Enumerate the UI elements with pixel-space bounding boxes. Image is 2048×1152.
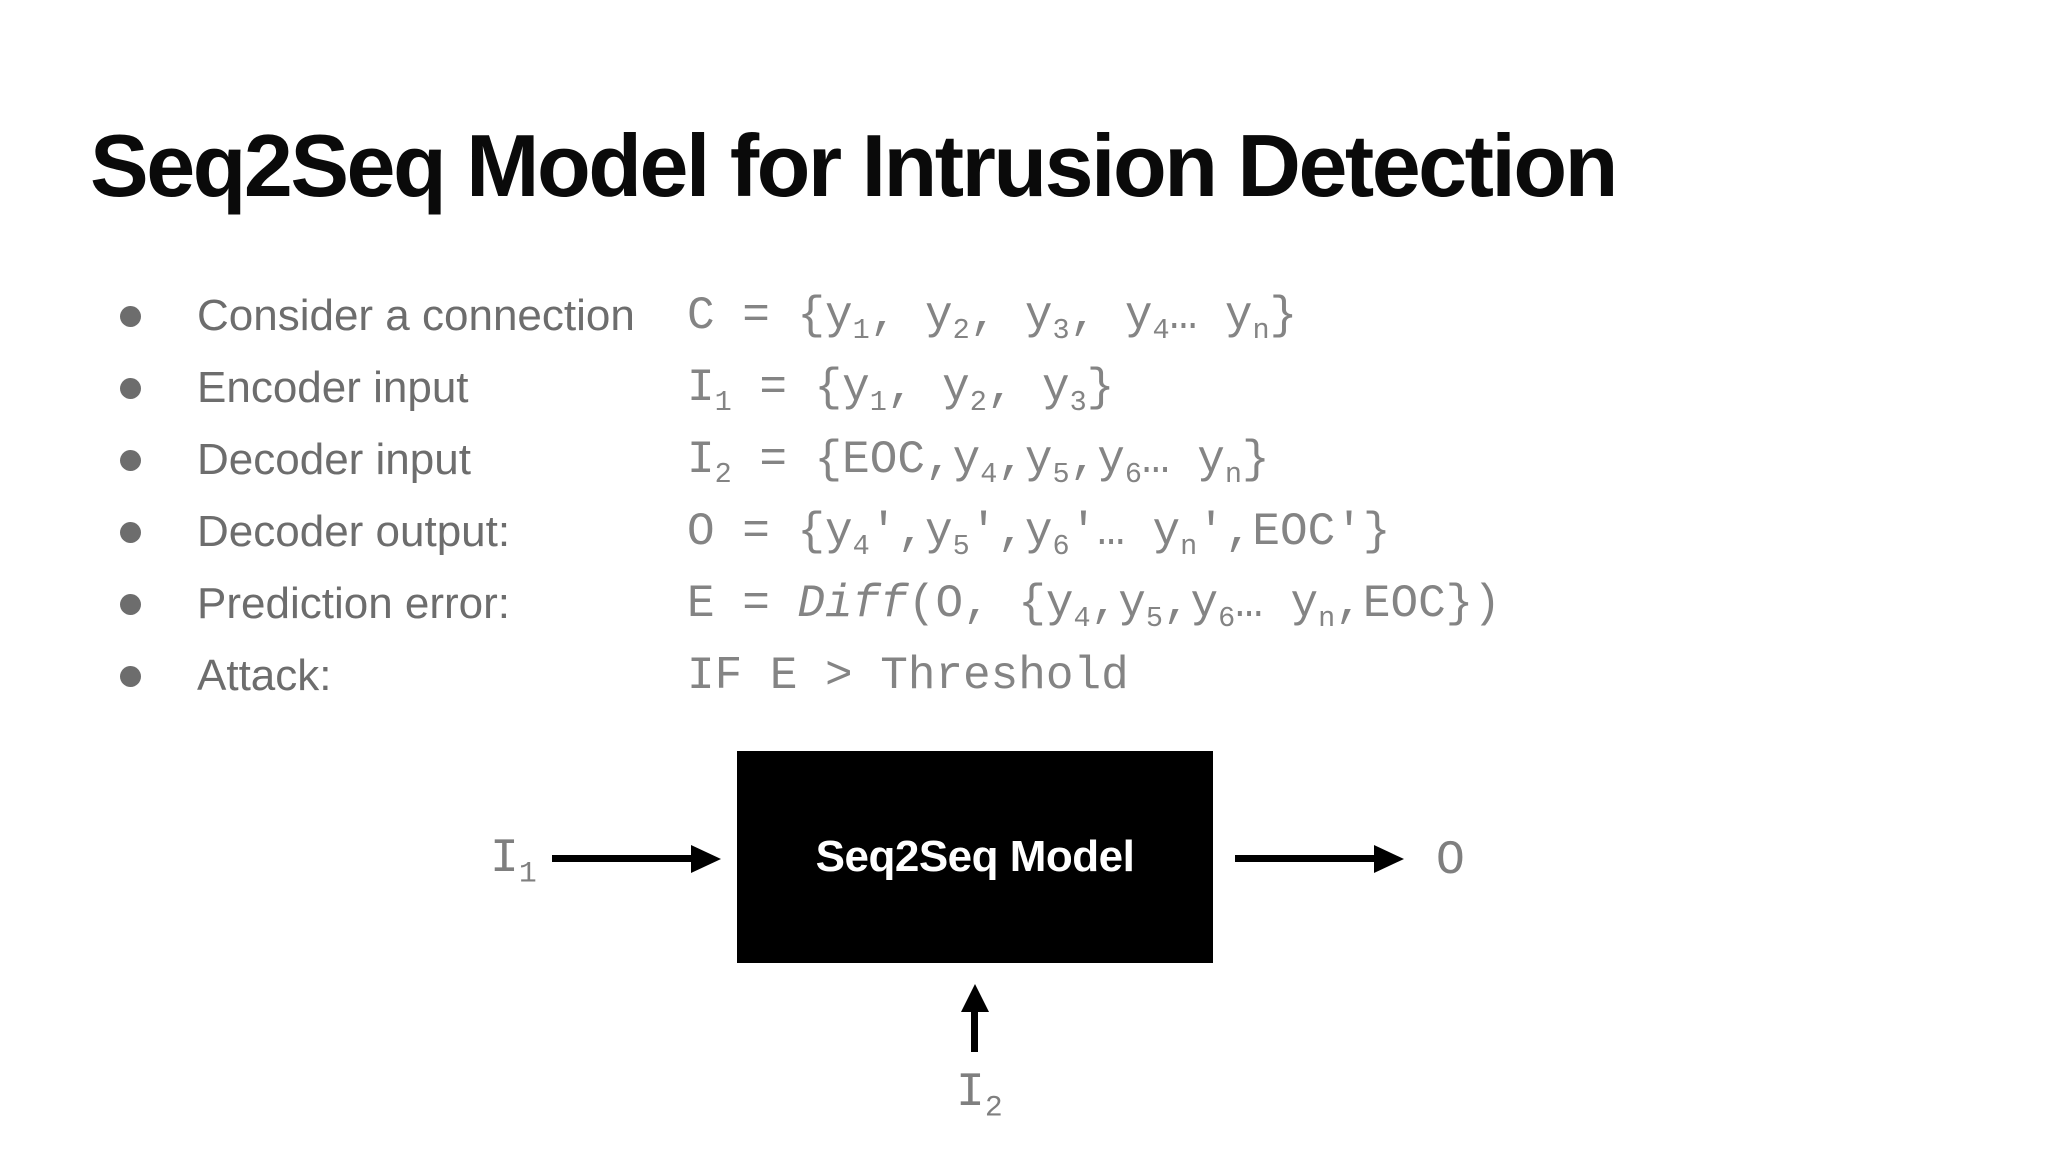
arrow-right-output-icon: [1235, 855, 1375, 862]
bullet-math-expression: C = {y1, y2, y3, y4… yn}: [687, 290, 1298, 348]
arrow-right-input1-icon: [552, 855, 692, 862]
bullet-label: Decoder output:: [197, 507, 511, 556]
bullet-label: Encoder input: [197, 363, 469, 412]
model-box-label: Seq2Seq Model: [815, 832, 1135, 881]
bullet-label: Prediction error:: [197, 579, 511, 628]
model-box: Seq2Seq Model: [737, 751, 1213, 963]
arrow-up-input2-icon: [971, 1011, 978, 1052]
bullet-math-expression: E = Diff(O, {y4,y5,y6… yn,EOC}): [687, 578, 1501, 636]
bullet-dot-icon: [120, 521, 141, 543]
bullet-item: Decoder output: O = {y4′,y5′,y6′… yn′,EO…: [120, 496, 1501, 568]
bullet-math-expression: O = {y4′,y5′,y6′… yn′,EOC′}: [687, 506, 1391, 564]
bullet-item: Consider a connection C = {y1, y2, y3, y…: [120, 280, 1501, 352]
bullet-dot-icon: [120, 377, 141, 399]
bullet-list: Consider a connection C = {y1, y2, y3, y…: [120, 280, 1501, 712]
bullet-dot-icon: [120, 593, 141, 615]
bullet-item: Prediction error: E = Diff(O, {y4,y5,y6……: [120, 568, 1501, 640]
bullet-dot-icon: [120, 665, 141, 687]
bullet-label: Decoder input: [197, 435, 471, 484]
diagram-output-label: O: [1436, 834, 1465, 888]
bullet-math-expression: I2 = {EOC,y4,y5,y6… yn}: [687, 434, 1270, 492]
bullet-item: Decoder input I2 = {EOC,y4,y5,y6… yn}: [120, 424, 1501, 496]
diagram-input1-label: I1: [490, 832, 537, 891]
bullet-math-expression: I1 = {y1, y2, y3}: [687, 362, 1115, 420]
bullet-dot-icon: [120, 449, 141, 471]
bullet-item: Attack: IF E > Threshold: [120, 640, 1501, 712]
bullet-math-expression: IF E > Threshold: [687, 650, 1129, 702]
bullet-label: Attack:: [197, 651, 332, 700]
slide-title: Seq2Seq Model for Intrusion Detection: [90, 116, 1618, 215]
bullet-dot-icon: [120, 305, 141, 327]
bullet-label: Consider a connection: [197, 291, 635, 340]
bullet-item: Encoder input I1 = {y1, y2, y3}: [120, 352, 1501, 424]
diagram-input2-label: I2: [956, 1066, 1003, 1125]
